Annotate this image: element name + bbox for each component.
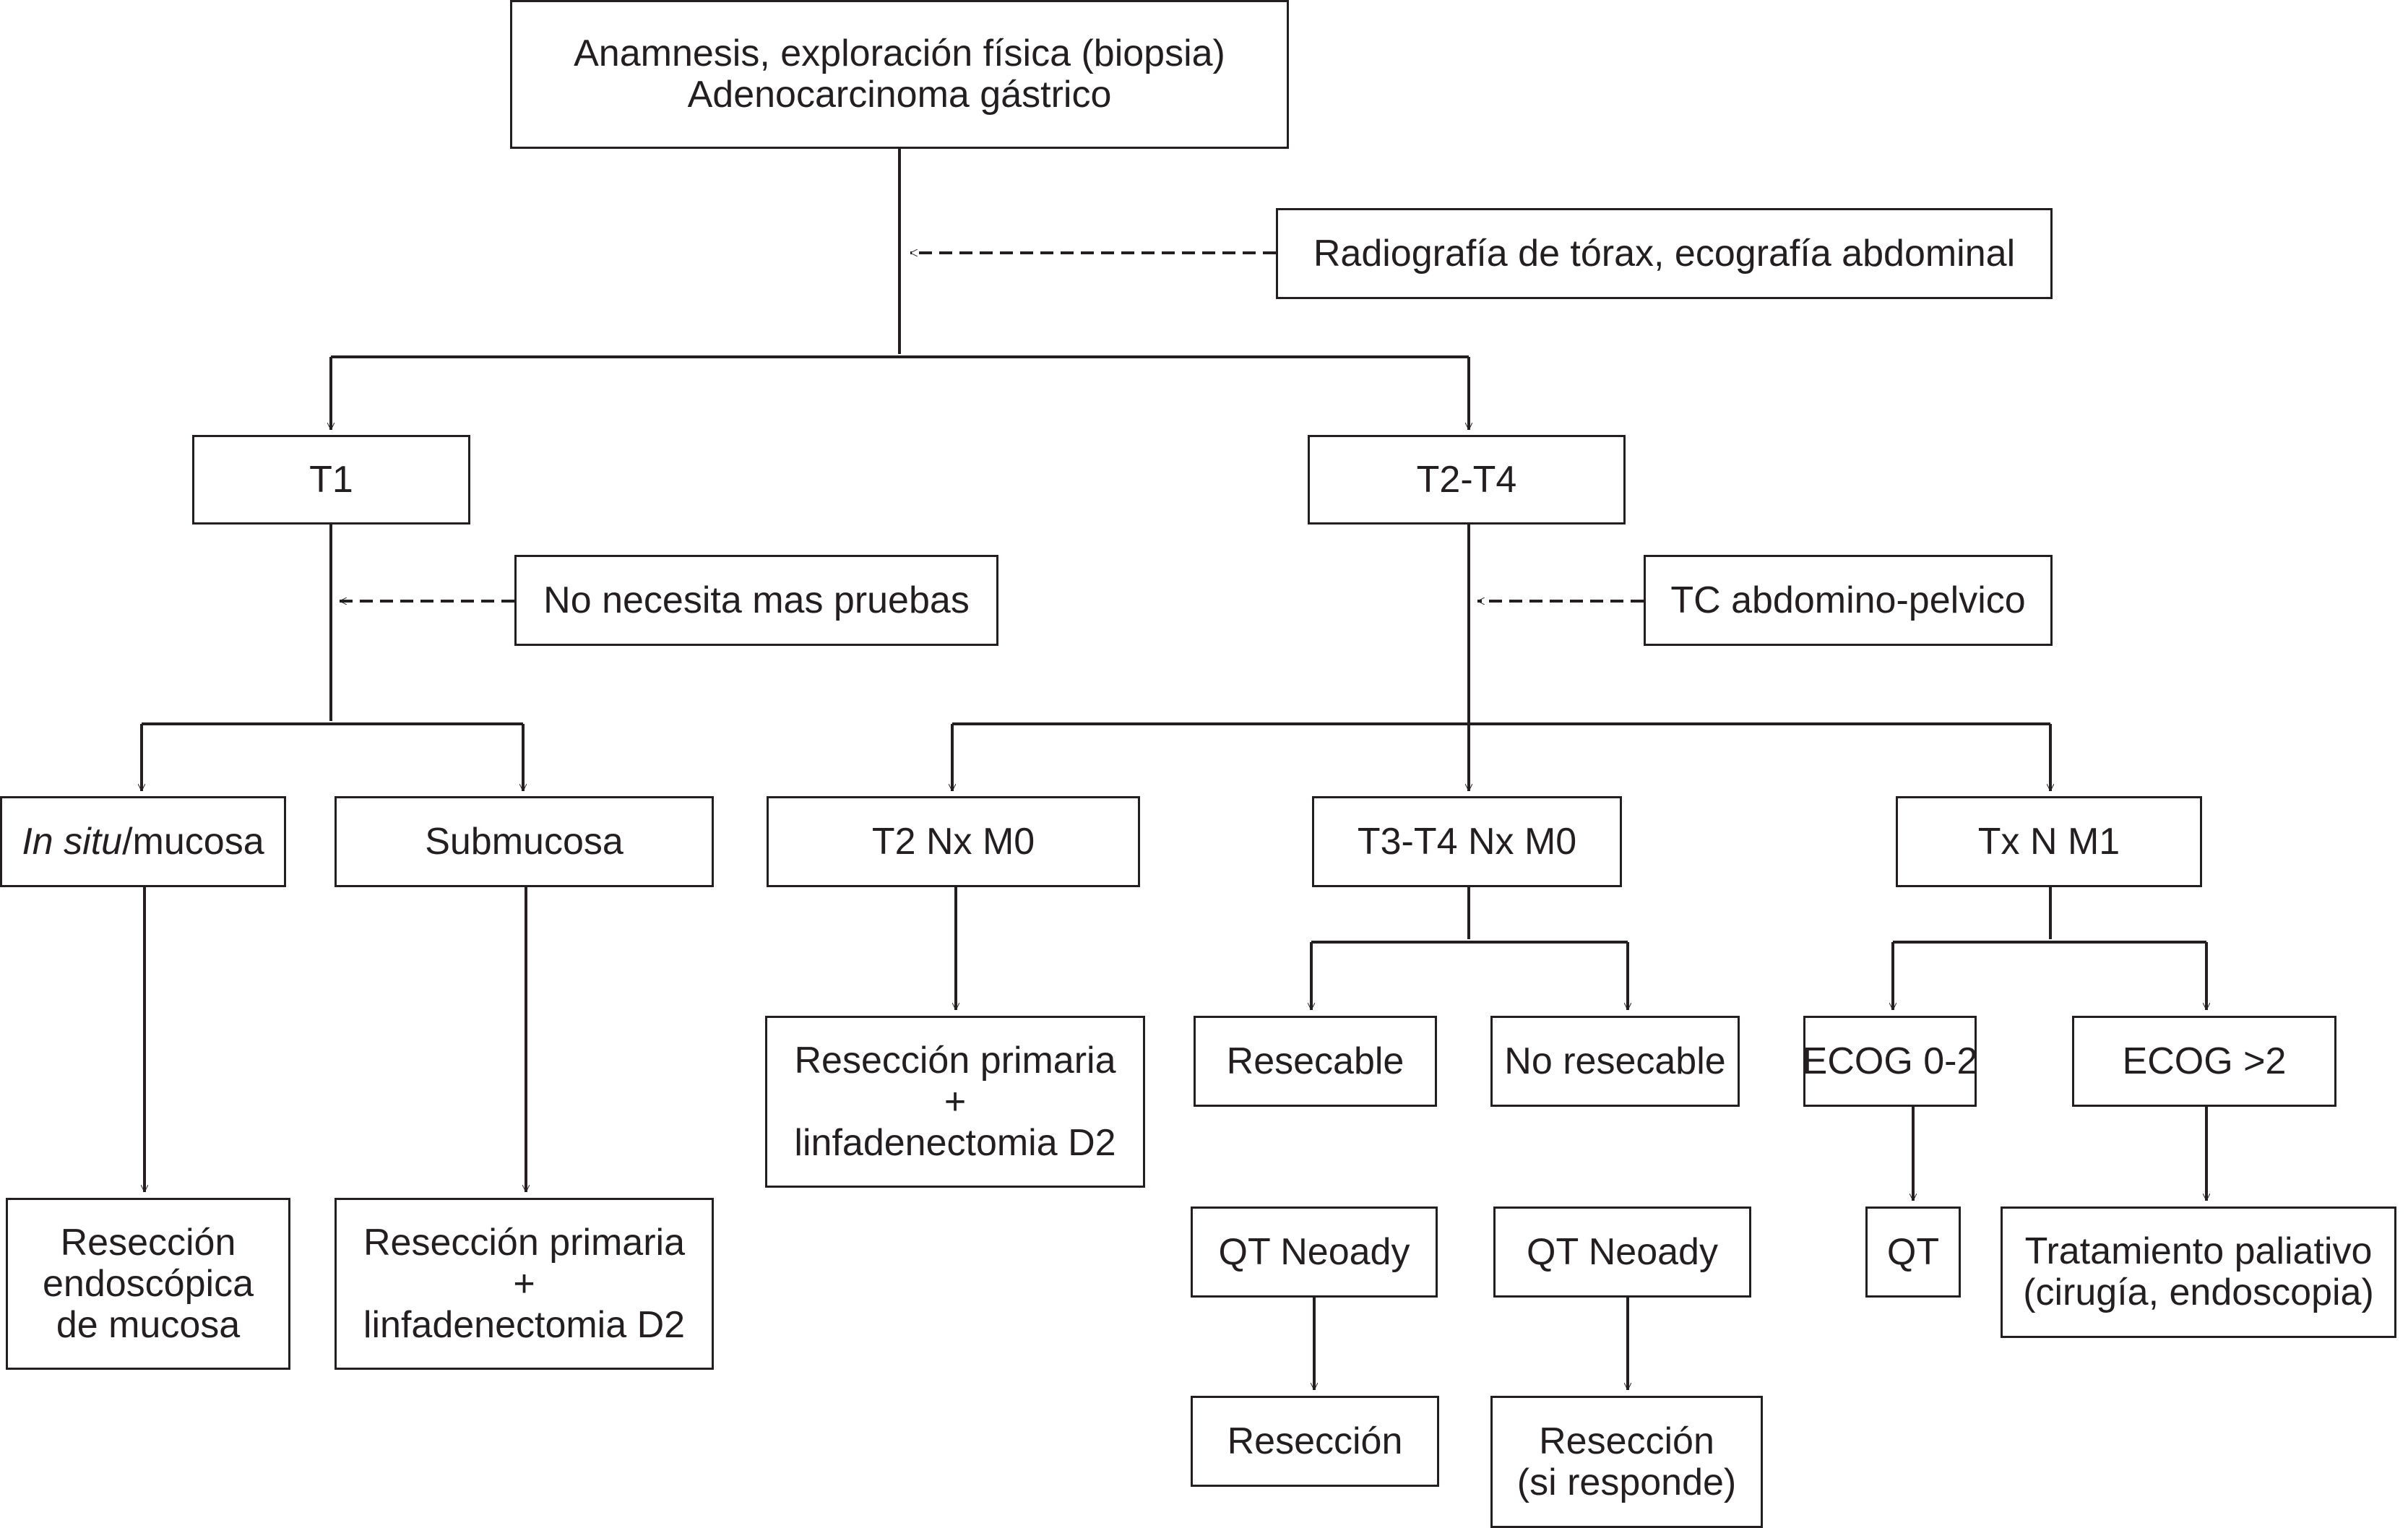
node-resecable: Resecable — [1194, 1016, 1437, 1107]
node-qt: QT — [1865, 1207, 1961, 1298]
node-in-situ-mucosa: In situ/mucosa — [0, 796, 286, 887]
node-reseccion-primaria-submucosa: Resección primaria + linfadenectomia D2 — [335, 1198, 714, 1370]
node-submucosa: Submucosa — [335, 796, 714, 887]
node-t2-t4: T2-T4 — [1308, 435, 1626, 525]
node-ecog-0-2: ECOG 0-2 — [1803, 1016, 1977, 1107]
in-situ-italic: In situ — [22, 820, 123, 863]
node-tx-n-m1: Tx N M1 — [1896, 796, 2202, 887]
in-situ-rest: /mucosa — [122, 820, 264, 863]
node-ecog-gt-2: ECOG >2 — [2072, 1016, 2336, 1107]
note-no-necesita-pruebas: No necesita mas pruebas — [514, 555, 998, 646]
node-reseccion: Resección — [1191, 1396, 1439, 1487]
node-reseccion-si-responde: Resección (si responde) — [1490, 1396, 1763, 1528]
node-qt-neoady-2: QT Neoady — [1493, 1207, 1751, 1298]
node-qt-neoady-1: QT Neoady — [1191, 1207, 1438, 1298]
note-tc-abdomino-pelvico: TC abdomino-pelvico — [1644, 555, 2053, 646]
note-radiografia: Radiografía de tórax, ecografía abdomina… — [1276, 208, 2053, 299]
node-reseccion-primaria-t2: Resección primaria + linfadenectomia D2 — [765, 1016, 1145, 1188]
node-t3-t4-nx-m0: T3-T4 Nx M0 — [1312, 796, 1622, 887]
node-no-resecable: No resecable — [1490, 1016, 1740, 1107]
node-root: Anamnesis, exploración física (biopsia) … — [510, 0, 1289, 149]
node-reseccion-endoscopica: Resección endoscópica de mucosa — [6, 1198, 290, 1370]
root-line-2: Adenocarcinoma gástrico — [687, 74, 1112, 116]
root-line-1: Anamnesis, exploración física (biopsia) — [574, 33, 1225, 74]
node-tratamiento-paliativo: Tratamiento paliativo (cirugía, endoscop… — [2001, 1207, 2396, 1338]
node-t1: T1 — [192, 435, 470, 525]
node-t2-nx-m0: T2 Nx M0 — [767, 796, 1140, 887]
